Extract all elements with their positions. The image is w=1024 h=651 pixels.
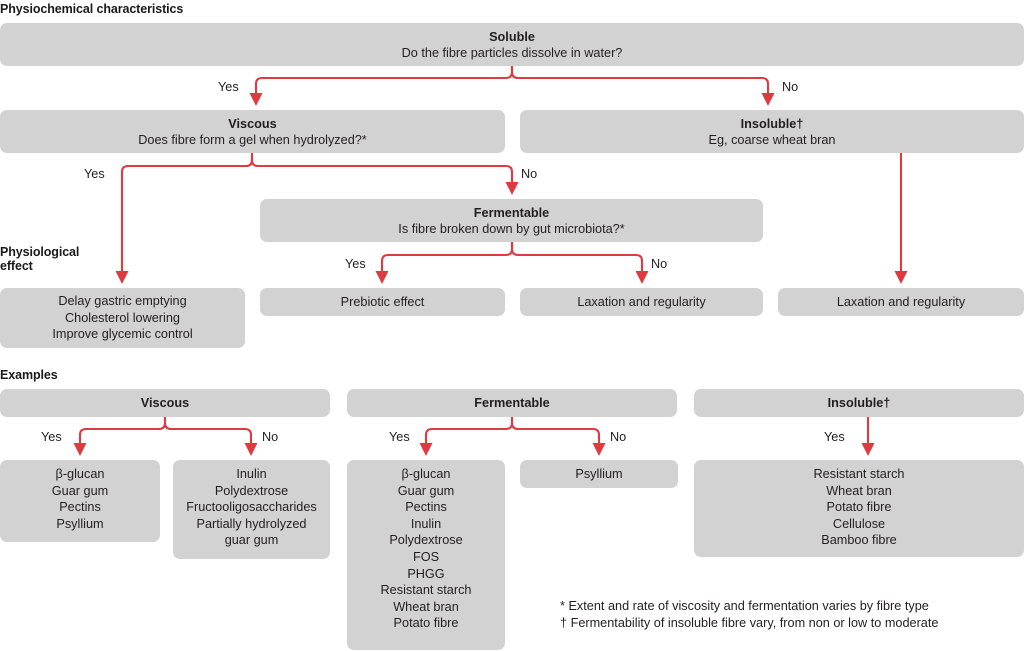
footnotes: * Extent and rate of viscosity and ferme… [560, 599, 939, 630]
example-header-insoluble-title: Insoluble† [827, 396, 891, 410]
example-header-fermentable[interactable]: Fermentable [347, 389, 677, 417]
outcome-fermentable-yes[interactable]: Prebiotic effect [260, 288, 505, 316]
outcome-fermentable-no[interactable]: Laxation and regularity [520, 288, 763, 316]
edge-label-ex-viscous-no: No [262, 430, 279, 444]
edge-label-soluble-yes: Yes [218, 80, 239, 94]
connector-ex-fermentable-split [419, 417, 606, 456]
example-viscous-no-text: Inulin Polydextrose Fructooligosaccharid… [186, 467, 317, 548]
example-header-insoluble[interactable]: Insoluble† [694, 389, 1024, 417]
example-viscous-yes[interactable]: β-glucan Guar gum Pectins Psyllium [0, 460, 160, 542]
node-viscous-title: Viscous [228, 116, 277, 131]
node-insoluble-title: Insoluble† [740, 116, 804, 131]
edge-label-ex-fermentable-yes: Yes [389, 430, 410, 444]
connector-soluble-split [249, 66, 775, 106]
node-viscous[interactable]: Viscous Does fibre form a gel when hydro… [0, 110, 505, 153]
edge-label-viscous-no: No [521, 167, 538, 181]
edge-label-fermentable-yes: Yes [345, 257, 366, 271]
node-soluble[interactable]: Soluble Do the fibre particles dissolve … [0, 23, 1024, 66]
edge-label-soluble-no: No [782, 80, 799, 94]
connector-insoluble-straight [894, 153, 908, 284]
section-title-examples: Examples [0, 368, 58, 382]
outcome-insoluble-text: Laxation and regularity [836, 294, 966, 309]
outcome-fermentable-yes-text: Prebiotic effect [340, 294, 425, 309]
example-insoluble-yes[interactable]: Resistant starch Wheat bran Potato fibre… [694, 460, 1024, 557]
node-insoluble-question: Eg, coarse wheat bran [708, 132, 836, 147]
example-viscous-yes-text: β-glucan Guar gum Pectins Psyllium [51, 467, 109, 531]
node-fermentable-title: Fermentable [473, 205, 550, 220]
example-fermentable-yes-text: β-glucan Guar gum Pectins Inulin Polydex… [380, 467, 472, 631]
section-title-physicochemical: Physiochemical characteristics [0, 2, 184, 16]
edge-label-ex-insoluble-yes: Yes [824, 430, 845, 444]
example-viscous-no[interactable]: Inulin Polydextrose Fructooligosaccharid… [173, 460, 330, 559]
node-insoluble[interactable]: Insoluble† Eg, coarse wheat bran [520, 110, 1024, 153]
outcome-insoluble[interactable]: Laxation and regularity [778, 288, 1024, 316]
example-fermentable-no-text: Psyllium [575, 466, 623, 481]
example-fermentable-no[interactable]: Psyllium [520, 460, 678, 488]
connector-ex-viscous-split [73, 417, 258, 456]
outcome-viscous-yes-text: Delay gastric emptying Cholesterol lower… [52, 294, 193, 342]
node-soluble-title: Soluble [489, 29, 535, 44]
edge-label-ex-fermentable-no: No [610, 430, 627, 444]
outcome-fermentable-no-text: Laxation and regularity [577, 294, 706, 309]
node-fermentable-question: Is fibre broken down by gut microbiota?* [398, 221, 625, 236]
edge-label-fermentable-no: No [651, 257, 668, 271]
example-header-viscous[interactable]: Viscous [0, 389, 330, 417]
section-title-physiological-effect: Physiological effect [0, 245, 80, 273]
node-fermentable[interactable]: Fermentable Is fibre broken down by gut … [260, 199, 763, 242]
connector-fermentable-split [375, 242, 649, 284]
example-header-fermentable-title: Fermentable [474, 396, 550, 410]
example-fermentable-yes[interactable]: β-glucan Guar gum Pectins Inulin Polydex… [347, 460, 505, 650]
example-header-viscous-title: Viscous [140, 396, 190, 410]
outcome-viscous-yes[interactable]: Delay gastric emptying Cholesterol lower… [0, 288, 245, 348]
edge-label-viscous-yes: Yes [84, 167, 105, 181]
edge-label-ex-viscous-yes: Yes [41, 430, 62, 444]
node-viscous-question: Does fibre form a gel when hydrolyzed?* [138, 132, 367, 147]
example-insoluble-yes-text: Resistant starch Wheat bran Potato fibre… [813, 467, 905, 548]
node-soluble-question: Do the fibre particles dissolve in water… [401, 45, 623, 60]
connector-ex-insoluble-straight [861, 417, 875, 456]
